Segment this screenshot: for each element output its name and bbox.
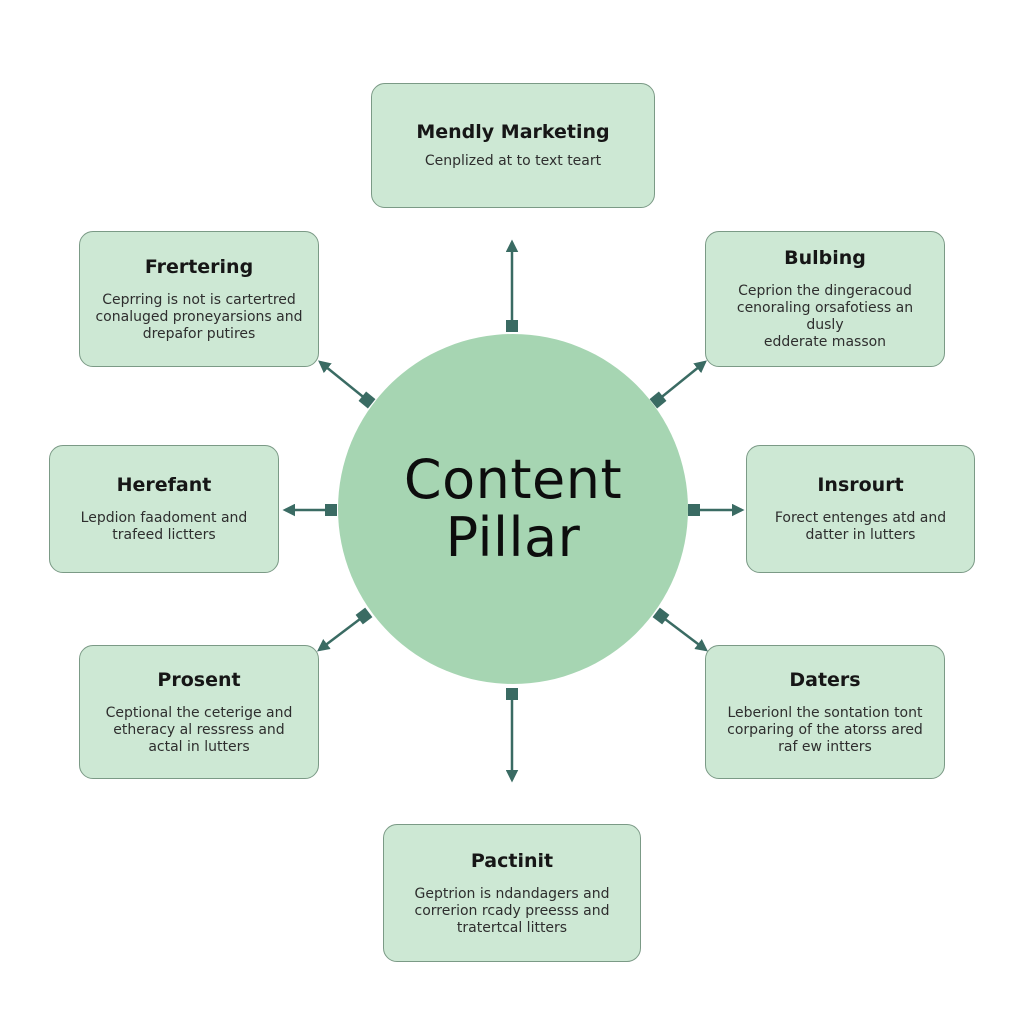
node-title: Herefant <box>116 474 212 496</box>
node-title: Bulbing <box>784 247 866 269</box>
connector-arrow-lower-right <box>660 615 708 652</box>
node-description: Lepdion faadoment and trafeed lictters <box>80 510 248 543</box>
connector-anchor-lower-right <box>652 607 670 625</box>
node-card-middle-right: Insrourt Forect entenges atd and datter … <box>746 445 975 573</box>
node-description: Cenplized at to text teart <box>424 153 602 169</box>
node-title: Insrourt <box>817 474 904 496</box>
node-description: Ceptional the ceterige and etheracy al r… <box>105 704 293 755</box>
connector-arrow-lower-left <box>317 615 365 652</box>
node-card-upper-right: Bulbing Ceprion the dingeracoud cenorali… <box>705 231 945 367</box>
connector-anchor-lower-left <box>355 607 373 625</box>
node-description: Geptrion is ndandagers and correrion rca… <box>414 885 610 936</box>
node-card-upper-left: Frertering Ceprring is not is cartertred… <box>79 231 319 367</box>
connector-arrow-upper-right <box>657 360 707 401</box>
connector-anchor-top <box>506 320 518 332</box>
connector-anchor-middle-right <box>688 504 700 516</box>
node-title: Prosent <box>157 668 241 691</box>
node-title: Frertering <box>144 255 254 278</box>
node-title: Daters <box>789 668 861 691</box>
node-card-lower-left: Prosent Ceptional the ceterige and ether… <box>79 645 319 779</box>
node-card-lower-right: Daters Leberionl the sontation tont corp… <box>705 645 945 779</box>
connector-anchor-bottom <box>506 688 518 700</box>
node-title: Pactinit <box>470 849 554 872</box>
node-card-top: Mendly Marketing Cenplized at to text te… <box>371 83 655 208</box>
pillar-title: Content Pillar <box>403 448 623 569</box>
connector-arrow-upper-left <box>318 360 368 401</box>
node-description: Leberionl the sontation tont corparing o… <box>727 704 923 755</box>
node-title: Mendly Marketing <box>416 121 610 143</box>
node-description: Forect entenges atd and datter in lutter… <box>774 510 947 543</box>
connector-anchor-middle-left <box>325 504 337 516</box>
node-description: Ceprring is not is cartertred conaluged … <box>95 291 303 342</box>
node-description: Ceprion the dingeracoud cenoraling orsaf… <box>736 283 914 350</box>
node-card-middle-left: Herefant Lepdion faadoment and trafeed l… <box>49 445 279 573</box>
content-pillar-circle: Content Pillar <box>338 334 688 684</box>
node-card-bottom: Pactinit Geptrion is ndandagers and corr… <box>383 824 641 962</box>
